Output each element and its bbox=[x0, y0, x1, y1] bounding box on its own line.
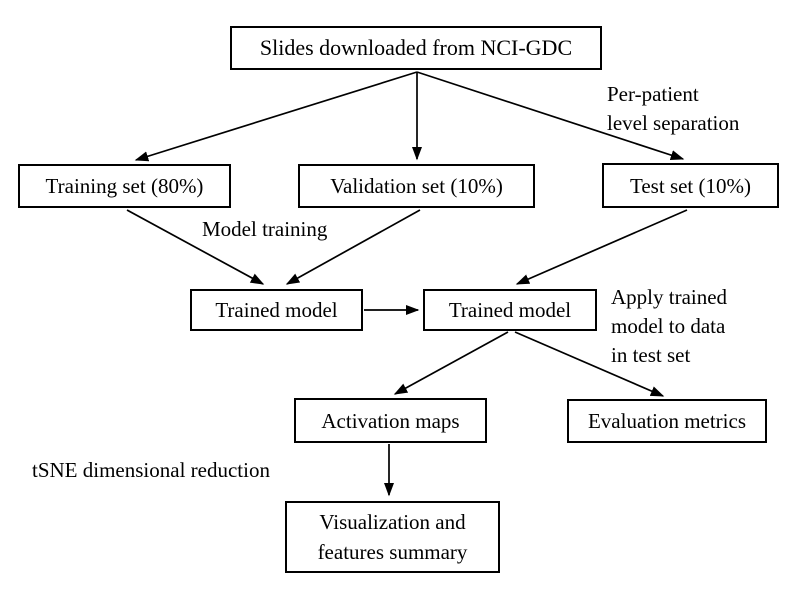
annotation-tsne-label: tSNE dimensional reduction bbox=[32, 458, 270, 482]
node-visualization-line1: Visualization and bbox=[319, 510, 466, 534]
arrow-slides-to-test bbox=[416, 71, 685, 161]
annotation-apply-trained-line1: Apply trained bbox=[611, 285, 728, 309]
arrow-trained-right-to-activation bbox=[393, 331, 509, 395]
node-trained-model-right-label: Trained model bbox=[448, 298, 572, 322]
annotation-apply-trained-line2: model to data bbox=[611, 314, 726, 338]
annotation-per-patient-separation: Per-patient level separation bbox=[607, 80, 739, 138]
node-slides-label: Slides downloaded from NCI-GDC bbox=[259, 35, 573, 60]
node-slides-downloaded: Slides downloaded from NCI-GDC bbox=[230, 26, 602, 70]
node-evaluation-metrics-label: Evaluation metrics bbox=[587, 409, 747, 433]
arrow-trained-right-to-evaluation bbox=[514, 331, 665, 397]
annotation-tsne-reduction: tSNE dimensional reduction bbox=[32, 456, 270, 485]
node-validation-set: Validation set (10%) bbox=[298, 164, 535, 208]
node-activation-maps-label: Activation maps bbox=[321, 408, 460, 433]
node-training-label: Training set (80%) bbox=[45, 174, 204, 198]
node-visualization-line2: features summary bbox=[317, 540, 468, 564]
node-visualization-summary: Visualization and features summary bbox=[285, 501, 500, 573]
annotation-model-training: Model training bbox=[202, 215, 327, 244]
node-trained-model-left: Trained model bbox=[190, 289, 363, 331]
node-test-set: Test set (10%) bbox=[602, 163, 779, 208]
node-activation-maps: Activation maps bbox=[294, 398, 487, 443]
node-trained-model-right: Trained model bbox=[423, 289, 597, 331]
node-validation-label: Validation set (10%) bbox=[330, 174, 503, 198]
annotation-per-patient-line1: Per-patient bbox=[607, 82, 699, 106]
arrow-validation-to-trained-left bbox=[285, 209, 421, 285]
annotation-apply-trained-line3: in test set bbox=[611, 343, 691, 367]
node-training-set: Training set (80%) bbox=[18, 164, 231, 208]
arrow-training-to-trained-left bbox=[126, 209, 265, 285]
annotation-apply-trained-model: Apply trained model to data in test set bbox=[611, 283, 727, 370]
node-evaluation-metrics: Evaluation metrics bbox=[567, 399, 767, 443]
annotation-per-patient-line2: level separation bbox=[607, 111, 740, 135]
arrow-slides-to-training bbox=[134, 71, 418, 162]
annotation-model-training-label: Model training bbox=[202, 217, 328, 241]
node-trained-model-left-label: Trained model bbox=[215, 298, 338, 322]
node-test-label: Test set (10%) bbox=[630, 173, 751, 198]
arrow-test-to-trained-right bbox=[515, 209, 688, 285]
